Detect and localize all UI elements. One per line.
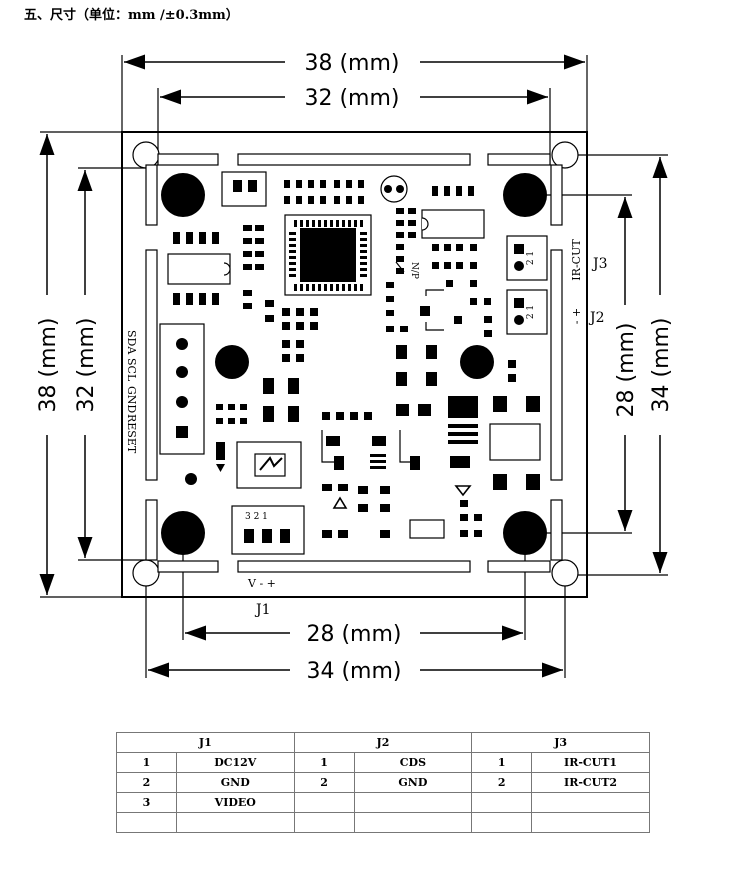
section-heading: 五、尺寸（单位：mm /±0.3mm）	[24, 8, 239, 23]
silk-np: N/P	[409, 262, 419, 279]
label-j3: J3	[591, 256, 608, 272]
table-cell	[293, 812, 355, 833]
crystal	[380, 175, 408, 203]
board-drawing: 38 (mm) 32 (mm) 38 (mm) 32 (mm) 28 (mm) …	[36, 51, 674, 684]
j1-connector	[231, 505, 305, 555]
table-cell: IR-CUT1	[531, 752, 650, 773]
smd-pads	[173, 180, 540, 538]
dim-top-outer-label: 38 (mm)	[304, 51, 399, 76]
dim-left-outer-label: 38 (mm)	[36, 317, 61, 412]
silk-j3-pins: 2 1	[526, 251, 536, 265]
table-cell	[175, 812, 295, 833]
coil	[216, 441, 302, 489]
label-j2: J2	[588, 310, 605, 326]
silk-j1-polarity: V - +	[247, 577, 276, 590]
dim-left-inner-label: 32 (mm)	[74, 317, 99, 412]
silk-scl: SCL	[125, 358, 138, 382]
dim-right-inner-label: 28 (mm)	[614, 322, 639, 417]
corner-hole-br	[551, 559, 579, 587]
table-cell: CDS	[353, 752, 473, 773]
table-row	[116, 812, 650, 833]
lens-mount-holes	[161, 173, 547, 555]
table-cell	[293, 792, 355, 813]
table-cell: GND	[175, 772, 295, 793]
dim-right-outer-label: 34 (mm)	[649, 317, 674, 412]
table-header-j1: J1	[116, 732, 295, 753]
dim-top-inner-label: 32 (mm)	[304, 86, 399, 111]
bracket-marks	[321, 261, 444, 463]
dim-bottom-outer: 34 (mm)	[145, 578, 566, 684]
table-cell	[116, 812, 177, 833]
table-cell: GND	[353, 772, 473, 793]
table-row: 2 GND 2 GND 2 IR-CUT2	[116, 772, 650, 793]
table-header-j2: J2	[293, 732, 473, 753]
dim-top-outer: 38 (mm)	[121, 51, 588, 132]
table-cell: 1	[293, 752, 355, 773]
small-chip	[409, 519, 445, 539]
j2-connector	[506, 289, 548, 335]
table-cell: DC12V	[175, 752, 295, 773]
table-cell	[531, 792, 650, 813]
table-cell	[471, 792, 533, 813]
silk-ir-cut: IR-CUT	[570, 239, 583, 281]
table-cell	[531, 812, 650, 833]
table-header-row: J1 J2 J3	[116, 732, 650, 753]
left-ic	[167, 253, 231, 285]
silk-j1-pins: 3 2 1	[245, 512, 268, 522]
table-cell	[353, 812, 473, 833]
table-row: 1 DC12V 1 CDS 1 IR-CUT1	[116, 752, 650, 773]
main-ic	[284, 214, 372, 296]
silk-j2-polarity: - +	[570, 308, 583, 324]
silk-gnd: GND	[125, 386, 138, 413]
corner-hole-tl	[132, 141, 160, 169]
right-component	[489, 423, 541, 461]
pinout-table: J1 J2 J3 1 DC12V 1 CDS 1 IR-CUT1 2 GND 2…	[116, 732, 650, 833]
dim-bottom-inner-label: 28 (mm)	[306, 622, 401, 647]
table-header-j3: J3	[471, 732, 650, 753]
table-cell: IR-CUT2	[531, 772, 650, 793]
silk-j2-pins: 2 1	[526, 305, 536, 319]
lens-holder-outline	[145, 153, 563, 573]
table-row: 3 VIDEO	[116, 792, 650, 813]
table-cell	[353, 792, 473, 813]
silk-reset: RESET	[125, 414, 138, 454]
table-cell: VIDEO	[175, 792, 295, 813]
table-cell: 2	[471, 772, 533, 793]
table-cell: 2	[293, 772, 355, 793]
dim-right-outer: 34 (mm)	[565, 154, 674, 576]
dim-right-inner: 28 (mm)	[540, 194, 639, 534]
dim-left-outer: 38 (mm)	[36, 131, 122, 598]
top-2pin	[221, 171, 267, 207]
dim-left-inner: 32 (mm)	[74, 167, 150, 561]
table-cell: 3	[116, 792, 177, 813]
corner-hole-bl	[132, 559, 160, 587]
silk-sda: SDA	[125, 330, 138, 355]
i2c-header	[159, 323, 205, 455]
j3-connector	[506, 235, 548, 281]
table-cell: 2	[116, 772, 177, 793]
table-cell: 1	[116, 752, 177, 773]
label-j1: J1	[254, 602, 271, 618]
right-ic	[421, 209, 485, 239]
dim-bottom-inner: 28 (mm)	[182, 535, 526, 647]
corner-hole-tr	[551, 141, 579, 169]
table-cell: 1	[471, 752, 533, 773]
dim-bottom-outer-label: 34 (mm)	[306, 659, 401, 684]
table-cell	[471, 812, 533, 833]
